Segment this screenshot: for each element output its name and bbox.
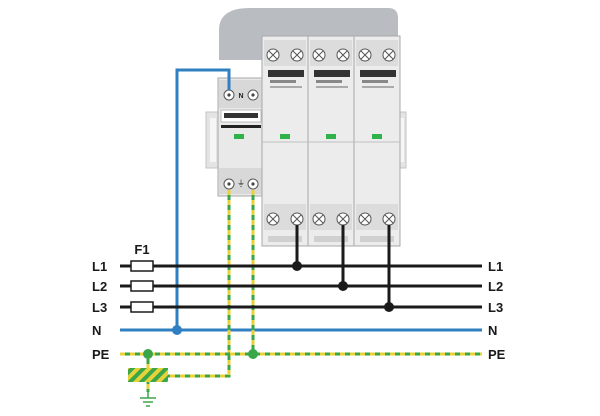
module-n-pe-symbol: ⏚ <box>237 179 245 188</box>
module-phase-3-status-indicator <box>372 134 382 139</box>
module-phase-1-status-indicator <box>280 134 290 139</box>
label-right-l2: L2 <box>488 279 503 294</box>
module-n-logo <box>224 113 258 118</box>
label-left-pe: PE <box>92 347 110 362</box>
label-left-l2: L2 <box>92 279 107 294</box>
label-right-l3: L3 <box>488 300 503 315</box>
l2-junction <box>338 281 348 291</box>
l1-junction <box>292 261 302 271</box>
pe-junction-right <box>248 349 258 359</box>
fuse-l3 <box>130 301 154 313</box>
pe-junction-left <box>143 349 153 359</box>
module-phase-1 <box>261 35 309 247</box>
fuse-label: F1 <box>134 242 149 257</box>
l3-junction <box>384 302 394 312</box>
neutral-wire-to-module <box>175 68 231 330</box>
neutral-junction <box>172 325 182 335</box>
module-phase-2-logo <box>314 70 350 77</box>
module-n-status-indicator <box>234 134 244 139</box>
label-right-n: N <box>488 323 497 338</box>
module-phase-2 <box>307 35 355 247</box>
module-phase-2-status-indicator <box>326 134 336 139</box>
label-left-l3: L3 <box>92 300 107 315</box>
pe-wires <box>120 190 482 392</box>
module-n: N ⏚ <box>217 77 265 197</box>
label-right-l1: L1 <box>488 259 503 274</box>
label-right-pe: PE <box>488 347 506 362</box>
module-phase-1-logo <box>268 70 304 77</box>
module-phase-3 <box>353 35 401 247</box>
label-left-n: N <box>92 323 101 338</box>
earth-terminal-bar <box>128 368 168 382</box>
module-n-top-label: N <box>238 93 243 100</box>
ground-icon <box>140 392 156 407</box>
fuse-l2 <box>130 280 154 292</box>
module-phase-3-logo <box>360 70 396 77</box>
label-left-l1: L1 <box>92 259 107 274</box>
fuse-l1 <box>130 260 154 272</box>
